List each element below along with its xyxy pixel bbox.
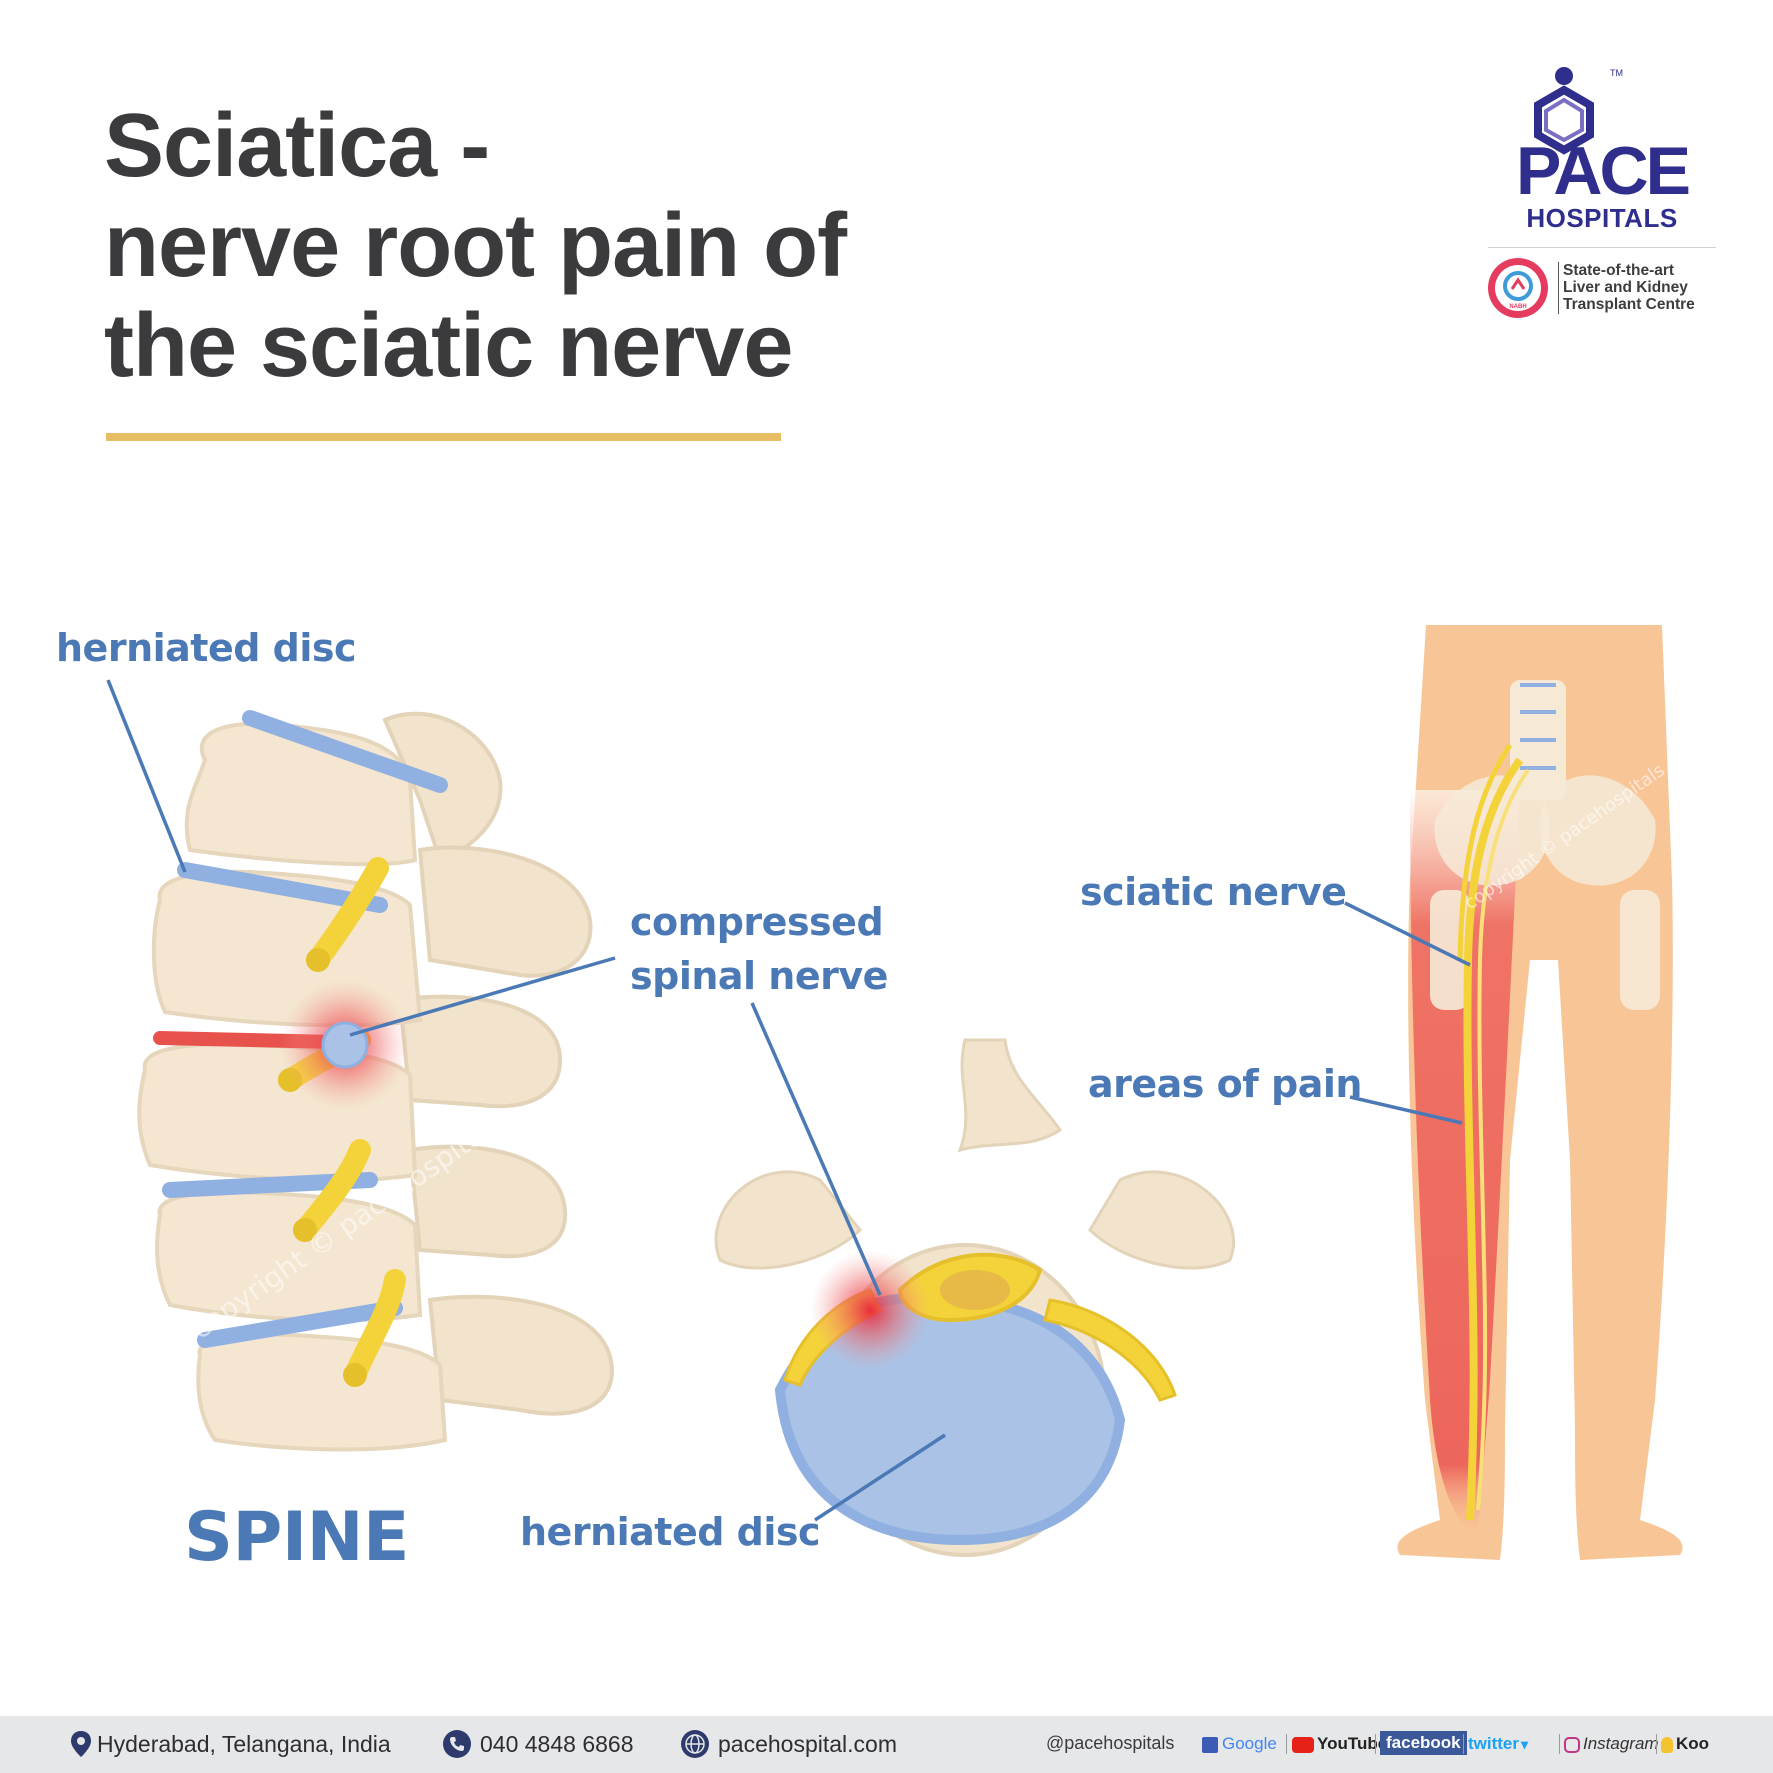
twitter-link[interactable]: twitter▾ bbox=[1468, 1731, 1528, 1757]
social-separator bbox=[1463, 1734, 1464, 1754]
title-line-1: Sciatica - bbox=[104, 96, 490, 196]
lower-body-illustration bbox=[1397, 625, 1683, 1560]
title-line-2: nerve root pain of bbox=[104, 196, 847, 296]
label-spinal-nerve: spinal nerve bbox=[630, 954, 888, 998]
koo-label: Koo bbox=[1676, 1734, 1710, 1753]
footer-bar: Hyderabad, Telangana, India 040 4848 686… bbox=[0, 1716, 1773, 1773]
instagram-icon bbox=[1564, 1736, 1580, 1753]
twitter-bird-icon: ▾ bbox=[1521, 1736, 1529, 1752]
phone-icon bbox=[443, 1730, 471, 1758]
spine-side-view bbox=[137, 710, 615, 1452]
social-separator bbox=[1286, 1734, 1287, 1754]
logo-trademark: TM bbox=[1610, 68, 1623, 78]
twitter-label: twitter bbox=[1468, 1734, 1519, 1753]
instagram-link[interactable]: Instagram bbox=[1564, 1731, 1659, 1757]
callout-areas-of-pain bbox=[1349, 1095, 1463, 1125]
facebook-link[interactable]: facebook bbox=[1380, 1731, 1467, 1755]
footer-location: Hyderabad, Telangana, India bbox=[97, 1731, 391, 1757]
vertebra-cross-section bbox=[714, 1038, 1235, 1557]
globe-icon bbox=[681, 1730, 709, 1758]
koo-link[interactable]: Koo bbox=[1661, 1731, 1709, 1757]
social-separator bbox=[1656, 1734, 1657, 1754]
youtube-label: YouTube bbox=[1317, 1734, 1388, 1753]
label-compressed: compressed bbox=[630, 900, 884, 944]
title-line-3: the sciatic nerve bbox=[104, 296, 793, 396]
logo-hexagon bbox=[1534, 85, 1594, 155]
nabh-accreditation-seal: NABH bbox=[1488, 258, 1559, 318]
label-sciatic-nerve: sciatic nerve bbox=[1080, 870, 1347, 914]
page-title: Sciatica - nerve root pain of the sciati… bbox=[104, 96, 847, 396]
brand-wordmark: PACE HOSPITALS bbox=[1486, 133, 1718, 233]
label-spine: SPINE bbox=[184, 1498, 409, 1577]
google-business-link[interactable]: Google bbox=[1202, 1731, 1277, 1757]
footer-handle: @pacehospitals bbox=[1046, 1733, 1175, 1753]
footer-phone[interactable]: 040 4848 6868 bbox=[480, 1731, 634, 1757]
logo-hexagon-inner bbox=[1544, 97, 1584, 143]
koo-icon bbox=[1661, 1736, 1673, 1753]
callout-compressed-nerve bbox=[349, 956, 616, 1037]
callout-compressed-nerve-section bbox=[750, 1002, 882, 1296]
callout-lines bbox=[106, 679, 1471, 1522]
facebook-label: facebook bbox=[1386, 1733, 1461, 1752]
herniated-bulge bbox=[321, 1021, 369, 1069]
title-underline bbox=[106, 433, 781, 441]
tagline-line-2: Liver and Kidney bbox=[1563, 279, 1688, 296]
youtube-icon bbox=[1292, 1736, 1314, 1753]
label-herniated-disc-top: herniated disc bbox=[56, 626, 357, 670]
location-pin-icon bbox=[71, 1731, 91, 1757]
callout-sciatic-nerve bbox=[1344, 901, 1471, 967]
logo-dot bbox=[1555, 67, 1573, 85]
logo-divider bbox=[1488, 247, 1716, 248]
pace-hospitals-logo-mark: TM bbox=[1534, 67, 1623, 155]
compression-glow-section bbox=[810, 1250, 930, 1370]
youtube-link[interactable]: YouTube bbox=[1292, 1731, 1387, 1757]
social-separator bbox=[1559, 1734, 1560, 1754]
nabh-seal-text: NABH bbox=[1509, 304, 1526, 310]
brand-tagline: State-of-the-art Liver and Kidney Transp… bbox=[1563, 262, 1695, 313]
tagline-line-3: Transplant Centre bbox=[1563, 296, 1695, 313]
label-areas-of-pain: areas of pain bbox=[1088, 1062, 1362, 1106]
social-separator bbox=[1375, 1734, 1376, 1754]
google-label: Google bbox=[1222, 1734, 1277, 1753]
label-herniated-disc-bottom: herniated disc bbox=[520, 1510, 821, 1554]
brand-name: PACE bbox=[1516, 133, 1691, 209]
tagline-line-1: State-of-the-art bbox=[1563, 262, 1675, 279]
footer-website[interactable]: pacehospital.com bbox=[718, 1731, 897, 1757]
google-icon bbox=[1202, 1736, 1218, 1753]
callout-herniated-disc-top bbox=[106, 679, 187, 873]
instagram-label: Instagram bbox=[1583, 1734, 1659, 1753]
callout-herniated-disc-bottom bbox=[814, 1433, 946, 1522]
brand-subtitle: HOSPITALS bbox=[1526, 203, 1678, 233]
